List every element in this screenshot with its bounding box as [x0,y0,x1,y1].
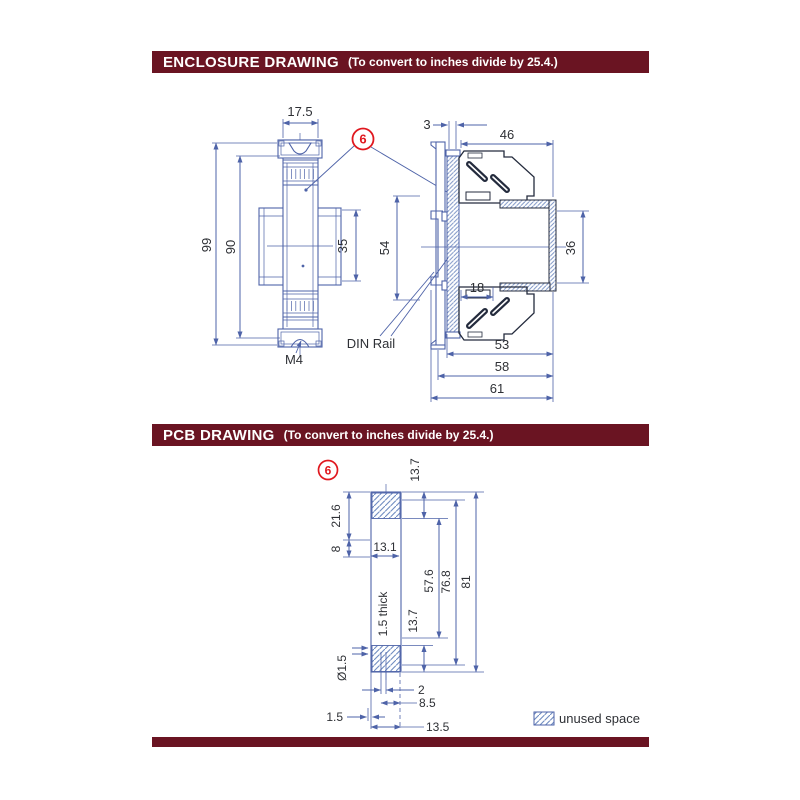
dim-label-hole: Ø1.5 [335,655,349,681]
pcb-outline-view: 6 1.5 thick 21.6 8 13.1 [317,458,484,734]
dim-label-13_5: 13.5 [426,720,450,734]
din-rail-label: DIN Rail [347,336,396,351]
dim-label-13_1: 13.1 [373,540,397,554]
dim-label-17_5: 17.5 [287,104,312,119]
contact-cavity [465,191,491,201]
dim-label-18: 18 [470,280,484,295]
dim-label-3: 3 [423,117,430,132]
m4-screw-arc [290,338,310,348]
socket-ledge-top [499,199,551,209]
clamp-screw-slot [468,310,486,327]
terminal-block-bottom [458,286,535,341]
unused-area-top [371,492,401,519]
enclosure-header-title: ENCLOSURE DRAWING [163,53,339,71]
dim-label-90: 90 [223,240,238,254]
callout-circle-6-pcb [317,459,339,481]
wall-bottom-cap [445,331,461,339]
legend-hatch-swatch [533,711,555,726]
dim-label-8_5: 8.5 [419,696,436,710]
pcb-section-header: PCB DRAWING (To convert to inches divide… [152,424,649,446]
dim-label-2: 2 [418,683,425,697]
leader-dot [304,188,308,192]
dim-label-58: 58 [495,359,509,374]
callout-label-6: 6 [359,132,366,147]
center-dot [301,264,305,268]
dim-label-21_6: 21.6 [329,504,343,528]
dim-label-35: 35 [335,239,350,253]
dim-label-8: 8 [329,545,343,552]
pcb-strip [370,491,402,673]
wall-top-cap [445,149,461,157]
plate-foot [430,344,446,350]
legend: unused space [533,711,640,726]
terminal-screw [288,142,312,155]
dim-label-54: 54 [377,241,392,255]
dim-label-13_7-bottom: 13.7 [406,609,420,633]
legend-label: unused space [559,711,640,726]
rear-wall-hatched [446,155,460,333]
enclosure-front-view: 17.5 99 90 35 M4 6 [199,104,455,367]
block-detail [467,331,483,338]
dim-label-36: 36 [563,241,578,255]
dim-label-m4: M4 [285,352,303,367]
dim-label-99: 99 [199,238,214,252]
clamp-screw-slot [492,176,508,191]
block-detail [467,152,483,159]
rear-plate [435,141,446,348]
din-rail-leader [379,271,435,337]
top-terminal-cap [277,139,323,159]
vent-comb-bottom [286,301,314,311]
cap-corner [278,140,285,147]
dim-label-57_6: 57.6 [422,569,436,593]
din-rail-profile [430,210,443,286]
plate-top-flare [430,141,437,150]
cap-corner [315,140,322,147]
din-rail-leader [390,257,449,337]
socket-front-face [548,199,557,292]
clamp-screw-slot [492,299,508,314]
pcb-header-title: PCB DRAWING [163,426,275,444]
pcb-header-subtitle: (To convert to inches divide by 25.4.) [283,428,494,442]
dim-label-13_7-top: 13.7 [408,458,422,482]
page-footer-bar [152,737,649,747]
dim-label-1_5: 1.5 [326,710,343,724]
callout-leader [306,145,355,190]
clamp-screw-slot [468,163,486,180]
m4-leader [295,340,302,354]
dim-label-53: 53 [495,337,509,352]
callout-circle-6 [351,127,375,151]
cap-corner [278,340,285,347]
dim-label-61: 61 [490,381,504,396]
dim-label-46: 46 [500,127,514,142]
enclosure-header-subtitle: (To convert to inches divide by 25.4.) [347,55,558,69]
enclosure-side-view: 3 46 54 18 36 53 58 [347,117,589,402]
enclosure-section-header: ENCLOSURE DRAWING (To convert to inches … [152,51,649,73]
dim-label-76_8: 76.8 [439,570,453,594]
dim-label-81: 81 [459,575,473,589]
vent-comb-top [286,169,314,179]
pcb-thickness-note: 1.5 thick [376,591,390,637]
cap-corner [315,340,322,347]
callout-label-6-pcb: 6 [325,464,332,478]
